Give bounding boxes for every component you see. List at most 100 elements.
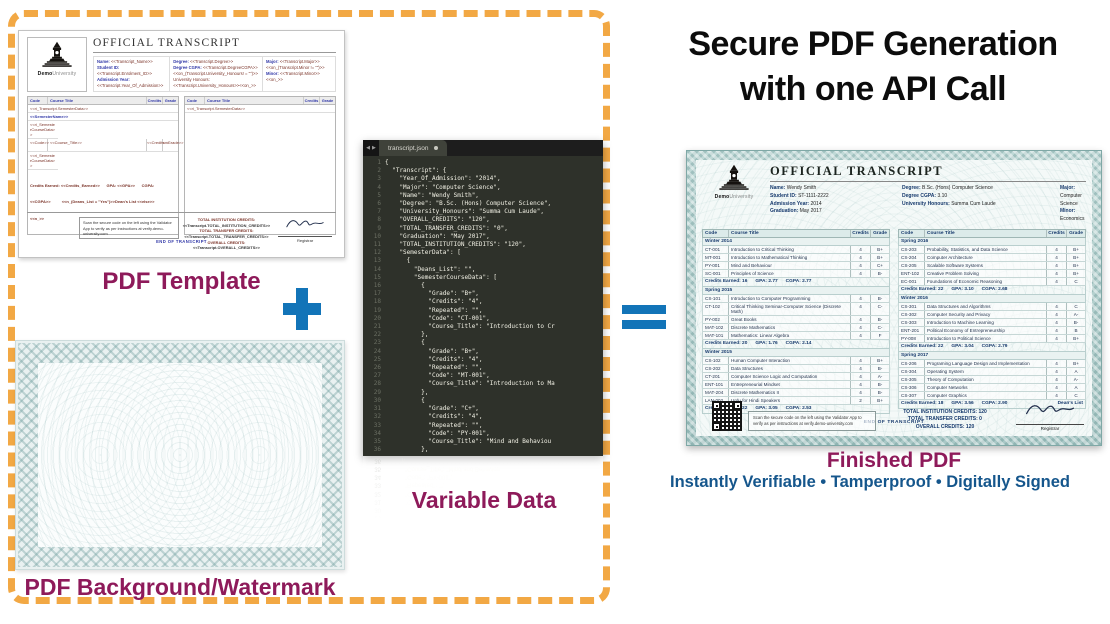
course-row: CS-203 Probability, Statistics, and Data… bbox=[898, 245, 1086, 254]
semester-summary: Credits Earned: 20 GPA: 1.76 CGPA: 2.14 bbox=[702, 339, 890, 349]
semester-heading: Winter 2015 bbox=[702, 348, 890, 357]
qr-code bbox=[712, 401, 742, 431]
editor-history-arrows: ◀ ▶ bbox=[363, 140, 379, 156]
code-text: { bbox=[385, 339, 425, 347]
finished-pdf-tagline: Instantly Verifiable • Tamperproof • Dig… bbox=[670, 473, 1070, 491]
line-number: 34 bbox=[373, 429, 381, 437]
pdf-template-label: PDF Template bbox=[102, 268, 261, 295]
pdf-template-document: DemoUniversity OFFICIAL TRANSCRIPT Name:… bbox=[18, 30, 345, 258]
col-header-title: Course Title bbox=[48, 97, 147, 105]
line-number: 30 bbox=[373, 396, 381, 404]
code-line: 11 "TOTAL_INSTITUTION_CREDITS": "120", bbox=[363, 241, 603, 249]
clock-tower-icon bbox=[719, 164, 749, 190]
line-number: 29 bbox=[373, 388, 381, 396]
course-row: CS-305 Theory of Computation 4 A- bbox=[898, 375, 1086, 384]
registrar-signature: Registrar bbox=[274, 217, 336, 243]
code-text: "University_Honours": "Summa Cum Laude", bbox=[385, 208, 544, 216]
line-number: 4 bbox=[377, 183, 381, 191]
back-arrow-icon: ◀ bbox=[366, 145, 370, 151]
inputs-group-border bbox=[8, 10, 610, 604]
code-line: 27 "Code": "MT-001", bbox=[363, 372, 603, 380]
line-number: 35 bbox=[373, 437, 381, 445]
code-line: 22 }, bbox=[363, 331, 603, 339]
code-text: { bbox=[385, 257, 411, 265]
pdf-background-watermark bbox=[15, 340, 345, 570]
editor-tab-filename: transcript.json bbox=[388, 144, 429, 152]
course-row: CS-205 Scalable Software Systems 4 B+ bbox=[898, 261, 1086, 270]
editor-tab: transcript.json bbox=[379, 140, 448, 156]
line-number: 12 bbox=[373, 249, 381, 257]
code-line: 17 "Grade": "B+", bbox=[363, 290, 603, 298]
code-line: 16 { bbox=[363, 282, 603, 290]
template-footer: Scan the secure code on the left using t… bbox=[27, 212, 336, 251]
variable-data-label: Variable Data bbox=[411, 487, 557, 513]
code-line: 23 { bbox=[363, 339, 603, 347]
code-text: }, bbox=[385, 388, 429, 396]
equals-icon bbox=[622, 305, 666, 335]
code-line: 29 }, bbox=[363, 389, 603, 397]
code-text: "Code": "PY-001", bbox=[385, 429, 490, 437]
code-line: 1 { bbox=[363, 159, 603, 167]
code-line: 20 "Code": "CT-001", bbox=[363, 315, 603, 323]
code-text: "Course_Title": "Introduction to Ma bbox=[385, 380, 555, 388]
line-number: 5 bbox=[377, 191, 381, 199]
col-header-credits: Credits bbox=[147, 97, 163, 105]
course-row: CS-204 Computer Architecture 4 B+ bbox=[898, 253, 1086, 262]
clock-tower-icon bbox=[42, 41, 72, 67]
course-row: CS-304 Operating System 4 A bbox=[898, 367, 1086, 376]
line-number: 27 bbox=[373, 372, 381, 380]
code-text: }, bbox=[385, 331, 429, 339]
semester-summary: Credits Earned: 16 GPA: 2.77 CGPA: 2.77 bbox=[702, 277, 890, 287]
semester-heading: Spring 2016 bbox=[898, 237, 1086, 246]
line-number: 9 bbox=[377, 224, 381, 232]
code-text: "Course_Title": "Mind and Behaviou bbox=[385, 437, 552, 445]
code-text: { bbox=[385, 396, 425, 404]
code-line: 12 "SemesterData": [ bbox=[363, 249, 603, 257]
course-row: CS-101 Introduction to Computer Programm… bbox=[702, 294, 890, 303]
course-row: CS-307 Computer Graphics 4 C bbox=[898, 391, 1086, 400]
line-number: 26 bbox=[373, 364, 381, 372]
semester-heading: Spring 2017 bbox=[898, 351, 1086, 360]
semester-loop-placeholder: <<ri_Transcript.SemesterData>> bbox=[28, 105, 178, 114]
code-text: "Grade": "C+", bbox=[385, 405, 479, 413]
code-text: "Graduation": "May 2017", bbox=[385, 232, 490, 240]
course-row: PY-001 Mind and Behaviour 4 C+ bbox=[702, 261, 890, 270]
template-fields-col3: Major: <<Transcript.Major>> <<on_(Transc… bbox=[262, 57, 335, 92]
code-line: 18 "Credits": "4", bbox=[363, 298, 603, 306]
code-line: 7 "University_Honours": "Summa Cum Laude… bbox=[363, 208, 603, 216]
code-line: 2 "Transcript": { bbox=[363, 167, 603, 175]
col-header-code: Code bbox=[28, 97, 48, 105]
code-line: 15 "SemesterCourseData": [ bbox=[363, 274, 603, 282]
semester-summary: Credits Earned: 22 GPA: 3.04 CGPA: 2.79 bbox=[898, 342, 1086, 352]
code-text: { bbox=[385, 282, 425, 290]
semester-loop-placeholder-right: <<ri_Transcript.SemesterData>> bbox=[185, 105, 335, 114]
code-line: 9 "TOTAL_TRANSFER_CREDITS": "0", bbox=[363, 225, 603, 233]
code-editor: ◀ ▶ transcript.json 1 { 2 "Transcript": … bbox=[363, 140, 603, 456]
end-of-transcript-note: END OF TRANSCRIPT bbox=[156, 239, 207, 244]
code-text: "TOTAL_TRANSFER_CREDITS": "0", bbox=[385, 224, 508, 232]
code-line: 14 "Deans_List": "", bbox=[363, 266, 603, 274]
code-text: "Credits": "4", bbox=[385, 355, 483, 363]
course-row: ENT-101 Entrepreneurial Mindset 4 B- bbox=[702, 380, 890, 389]
scan-instructions-box: Scan the secure code on the left using t… bbox=[79, 217, 179, 240]
line-number: 21 bbox=[373, 323, 381, 331]
code-line: 4 "Major": "Computer Science", bbox=[363, 184, 603, 192]
course-row: MAT-101 Mathematics: Linear Algebra 4 F bbox=[702, 331, 890, 340]
course-row: CS-302 Computer Security and Privacy 4 A… bbox=[898, 310, 1086, 319]
code-line: 3 "Year_Of_Admission": "2014", bbox=[363, 175, 603, 183]
course-row: PY-008 Introduction to Political Science… bbox=[898, 334, 1086, 343]
course-row: EC-001 Foundations of Economic Reasoning… bbox=[898, 277, 1086, 286]
code-line: 19 "Repeated": "", bbox=[363, 307, 603, 315]
code-text: "Repeated": "", bbox=[385, 421, 483, 429]
signature-icon bbox=[1025, 405, 1075, 415]
line-number: 3 bbox=[377, 175, 381, 183]
code-line: 21 "Course_Title": "Introduction to Cr bbox=[363, 323, 603, 331]
pdf-background-label: PDF Background/Watermark bbox=[24, 574, 336, 600]
code-line: 34 "Code": "PY-001", bbox=[363, 430, 603, 438]
line-number: 10 bbox=[373, 232, 381, 240]
finished-pdf-label: Finished PDF bbox=[826, 449, 962, 472]
code-line: 28 "Course_Title": "Introduction to Ma bbox=[363, 380, 603, 388]
